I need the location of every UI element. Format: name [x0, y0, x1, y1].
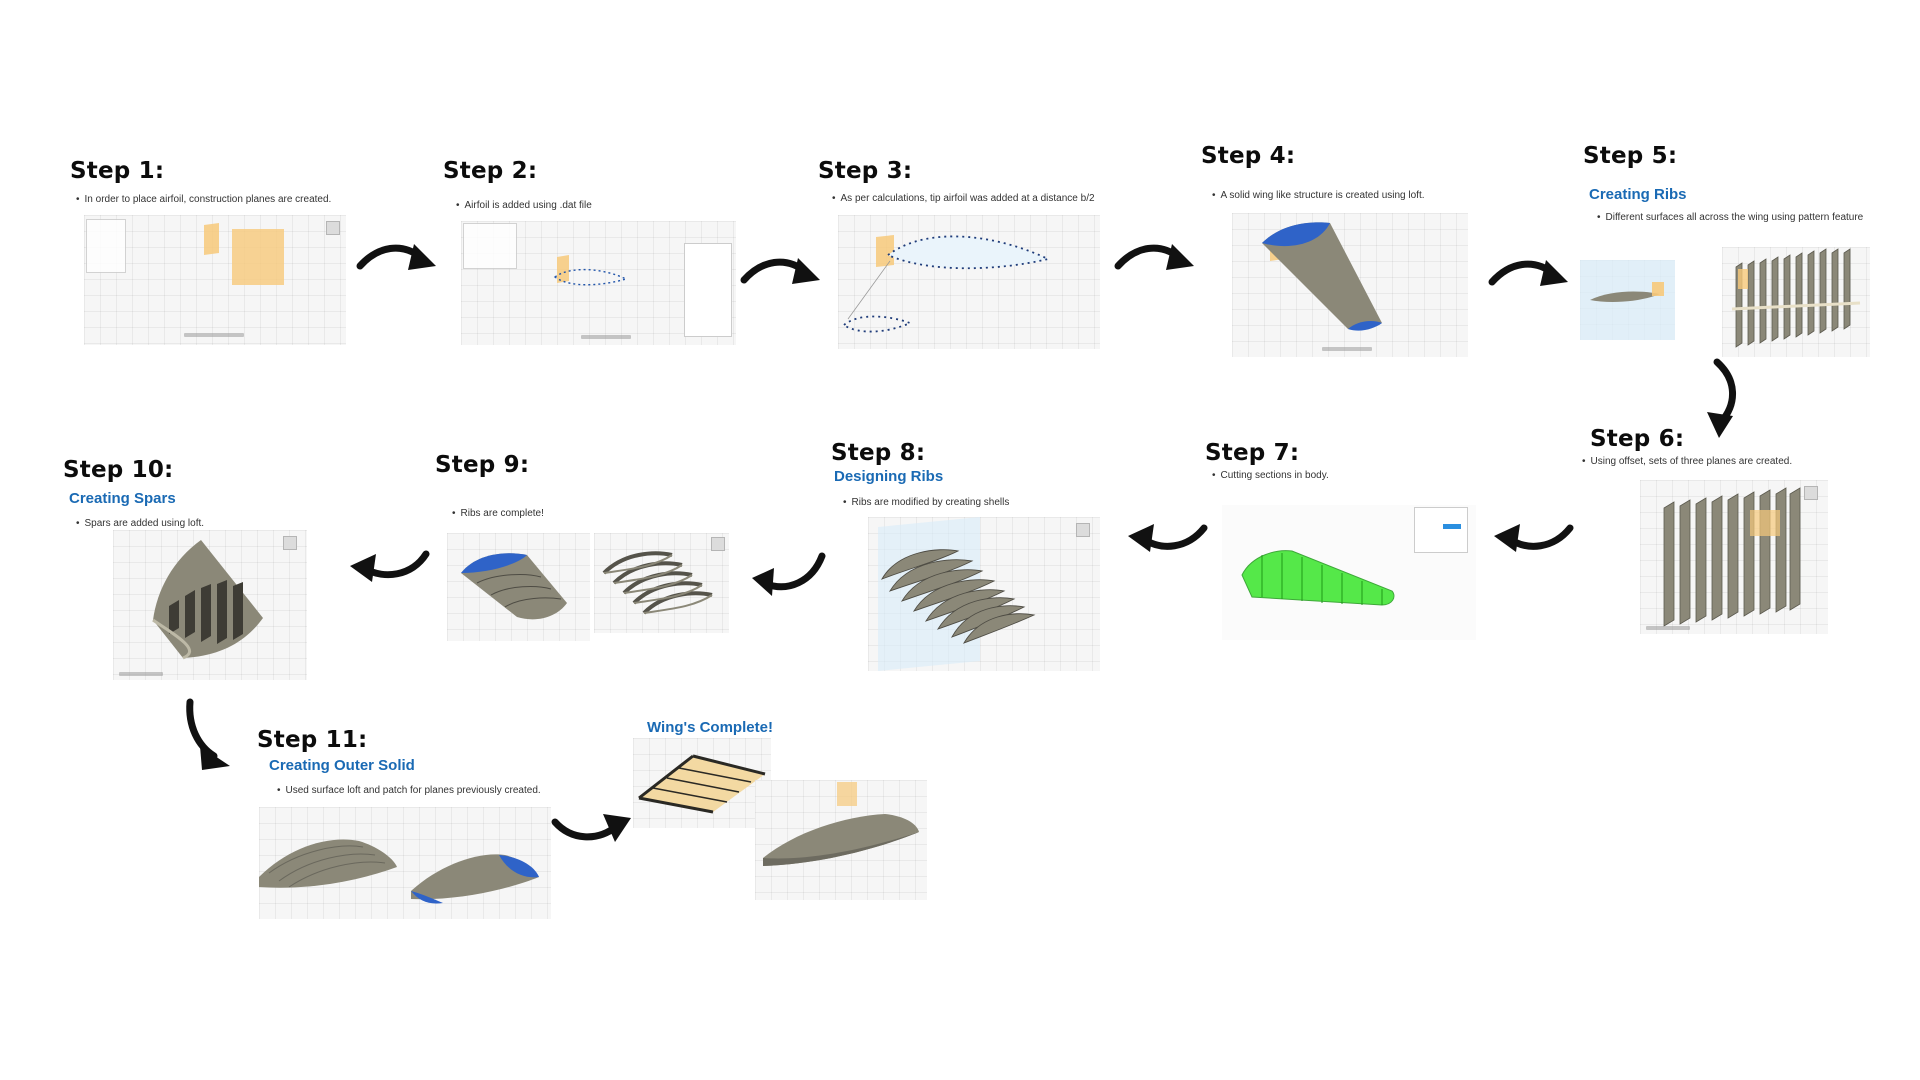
step-title: Step 8: — [831, 440, 926, 466]
step-title: Step 2: — [443, 158, 538, 184]
step-description: Ribs are modified by creating shells — [843, 497, 1010, 508]
arrow-step5-to-step6 — [1703, 358, 1741, 438]
arrow-step7-to-step8 — [1128, 518, 1208, 556]
step-title: Step 11: — [257, 727, 368, 753]
step-description: In order to place airfoil, construction … — [76, 194, 332, 205]
arrow-step1-to-step2 — [356, 236, 436, 274]
wing-complete-top-screenshot — [633, 738, 771, 828]
step-title: Step 1: — [70, 158, 165, 184]
view-cube-icon — [711, 537, 725, 551]
toolbar — [119, 672, 163, 676]
step-11-screenshot — [259, 807, 551, 919]
browser-panel — [86, 219, 126, 273]
arrow-step9-to-step10 — [350, 548, 430, 584]
step-description: Airfoil is added using .dat file — [456, 200, 592, 211]
sectioned-wing-icon — [1241, 550, 1395, 606]
step-5-left-screenshot — [1580, 260, 1675, 340]
view-cube-icon — [1804, 486, 1818, 500]
airfoil-sketch-icon — [553, 255, 628, 286]
toolbar — [1322, 347, 1372, 351]
step-title: Step 6: — [1590, 426, 1685, 452]
step-title: Step 3: — [818, 158, 913, 184]
step-title: Step 4: — [1201, 143, 1296, 169]
dialog-field — [1443, 524, 1461, 529]
step-10-screenshot — [113, 530, 307, 680]
step-title: Step 10: — [63, 457, 174, 483]
arrow-step8-to-step9 — [752, 552, 826, 598]
step-9-left-screenshot — [447, 533, 590, 641]
view-cube-icon — [1076, 523, 1090, 537]
step-1-screenshot — [84, 215, 346, 345]
step-2-screenshot — [461, 221, 736, 345]
wing-complete-bottom-screenshot — [755, 780, 927, 900]
step-7-screenshot — [1222, 505, 1476, 640]
view-cube-icon — [283, 536, 297, 550]
wing-complete-label: Wing's Complete! — [647, 719, 773, 736]
toolbar — [1646, 626, 1690, 630]
dialog-panel — [684, 243, 732, 337]
surface-plane-icon — [1580, 260, 1675, 340]
browser-panel — [463, 223, 517, 269]
shelled-ribs-icon — [878, 517, 1036, 671]
view-cube-icon — [326, 221, 340, 235]
toolbar — [184, 333, 244, 337]
arrow-step3-to-step4 — [1114, 236, 1194, 274]
step-description: As per calculations, tip airfoil was add… — [832, 193, 1095, 204]
step-description: Spars are added using loft. — [76, 518, 205, 529]
step-subtitle: Creating Outer Solid — [269, 757, 415, 774]
construction-planes-icon — [204, 223, 284, 285]
finished-wing-icon — [763, 782, 919, 866]
step-subtitle: Designing Ribs — [834, 468, 944, 485]
step-subtitle: Creating Ribs — [1589, 186, 1687, 203]
step-description: A solid wing like structure is created u… — [1212, 190, 1425, 201]
step-3-screenshot — [838, 215, 1100, 349]
ribs-with-face-icon — [461, 553, 567, 620]
step-description: Cutting sections in body. — [1212, 470, 1329, 481]
step-title: Step 9: — [435, 452, 530, 478]
arrow-step2-to-step3 — [740, 250, 820, 288]
step-description: Using offset, sets of three planes are c… — [1582, 456, 1793, 467]
offset-planes-icon — [1663, 487, 1801, 627]
step-title: Step 5: — [1583, 143, 1678, 169]
step-5-right-screenshot — [1722, 247, 1870, 357]
tip-airfoil-icon — [842, 235, 1051, 333]
step-description: Different surfaces all across the wing u… — [1597, 212, 1864, 223]
arrow-step10-to-step11 — [184, 698, 234, 770]
arrow-step11-to-complete — [551, 808, 631, 846]
wing-frame-icon — [638, 754, 766, 814]
step-8-screenshot — [868, 517, 1100, 671]
step-subtitle: Creating Spars — [69, 490, 176, 507]
arrow-step6-to-step7 — [1494, 518, 1574, 556]
step-6-screenshot — [1640, 480, 1828, 634]
dialog-panel — [1414, 507, 1468, 553]
toolbar — [581, 335, 631, 339]
step-description: Ribs are complete! — [452, 508, 544, 519]
outer-solid-icon — [259, 839, 539, 904]
step-4-screenshot — [1232, 213, 1468, 357]
step-description: Used surface loft and patch for planes p… — [277, 785, 541, 796]
lofted-wing-icon — [1262, 222, 1382, 331]
spars-icon — [152, 540, 263, 660]
arrow-step4-to-step5 — [1488, 252, 1568, 290]
rib-planes-icon — [1731, 248, 1861, 348]
rib-frames-icon — [602, 551, 713, 615]
step-title: Step 7: — [1205, 440, 1300, 466]
step-9-right-screenshot — [594, 533, 729, 633]
